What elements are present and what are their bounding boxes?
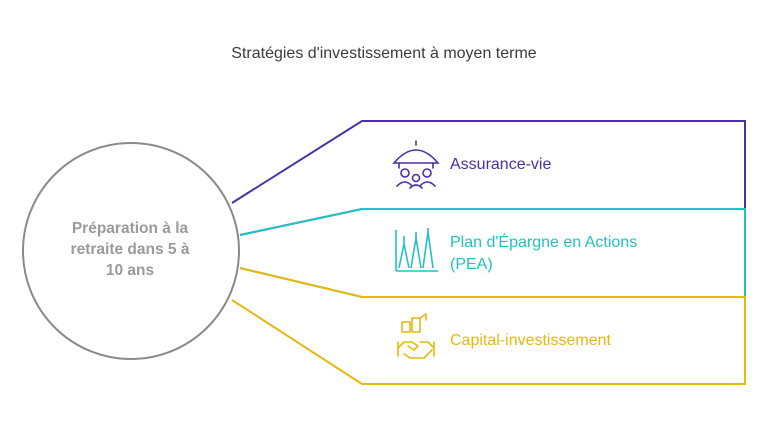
center-label-line: retraite dans 5 à xyxy=(70,241,190,258)
branch-2-label-line: Plan d'Épargne en Actions xyxy=(450,234,638,251)
center-label: Préparation à la retraite dans 5 à 10 an… xyxy=(40,218,220,281)
branch-2-label-line: (PEA) xyxy=(450,256,493,273)
stock-chart-icon xyxy=(395,228,438,272)
handshake-growth-icon xyxy=(397,313,435,359)
branch-3-label: Capital-investissement xyxy=(450,330,611,352)
center-circle xyxy=(22,142,240,360)
branch-3-shape xyxy=(231,267,746,385)
branch-1-label: Assurance-vie xyxy=(450,154,551,176)
branch-1-shape xyxy=(231,120,746,236)
branch-1-label-line: Assurance-vie xyxy=(450,156,552,173)
center-label-line: 10 ans xyxy=(105,262,155,279)
diagram-title: Stratégies d'investissement à moyen term… xyxy=(231,45,537,62)
branch-2-label: Plan d'Épargne en Actions (PEA) xyxy=(450,232,637,276)
umbrella-family-icon xyxy=(392,140,440,189)
center-label-line: Préparation à la xyxy=(71,220,189,237)
branch-3-label-line: Capital-investissement xyxy=(450,332,611,349)
